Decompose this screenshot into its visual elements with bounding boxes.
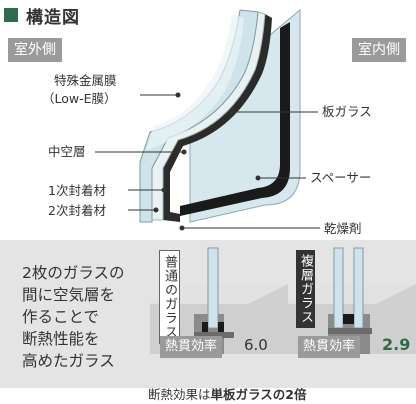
footnote: 断熱効果は単板ガラスの2倍 <box>148 384 306 403</box>
description-line: 断熱性能を <box>22 330 100 348</box>
title-marker <box>4 8 18 22</box>
description-line: 高めたガラス <box>22 352 115 370</box>
label-secondary-seal: 2次封着材 <box>48 203 106 218</box>
double-glass-tag: 複層ガラス <box>296 250 315 328</box>
footnote-prefix: 断熱効果は <box>148 387 211 402</box>
description-line: 作ることで <box>22 308 100 326</box>
label-spacer: スペーサー <box>310 170 372 185</box>
outdoor-side-tag: 室外側 <box>8 38 62 62</box>
description-text: 2枚のガラスの 間に空気層を 作ることで 断熱性能を 高めたガラス <box>22 262 125 372</box>
double-glazing-diagram <box>95 8 320 231</box>
label-desiccant: 乾燥剤 <box>324 221 362 236</box>
single-glass-tag: 普通のガラス <box>159 250 180 344</box>
double-perf-value: 2.9 <box>382 335 411 354</box>
footnote-emphasis: 単板ガラスの2倍 <box>210 387 307 402</box>
single-perf-label: 熱貫効率 <box>160 336 223 358</box>
label-primary-seal: 1次封着材 <box>48 183 106 198</box>
label-glass-pane: 板ガラス <box>322 104 372 119</box>
page-title: 構造図 <box>26 8 80 28</box>
glass-highlight <box>146 14 244 150</box>
double-perf-label: 熱貫効率 <box>298 336 361 358</box>
indoor-side-tag: 室内側 <box>352 38 406 62</box>
label-low-e: （Low-E膜） <box>42 91 117 106</box>
description-line: 間に空気層を <box>22 286 116 304</box>
description-line: 2枚のガラスの <box>22 264 125 282</box>
label-hollow-layer: 中空層 <box>48 144 86 159</box>
single-perf-value: 6.0 <box>244 336 268 354</box>
label-special-film: 特殊金属膜 <box>54 73 117 88</box>
